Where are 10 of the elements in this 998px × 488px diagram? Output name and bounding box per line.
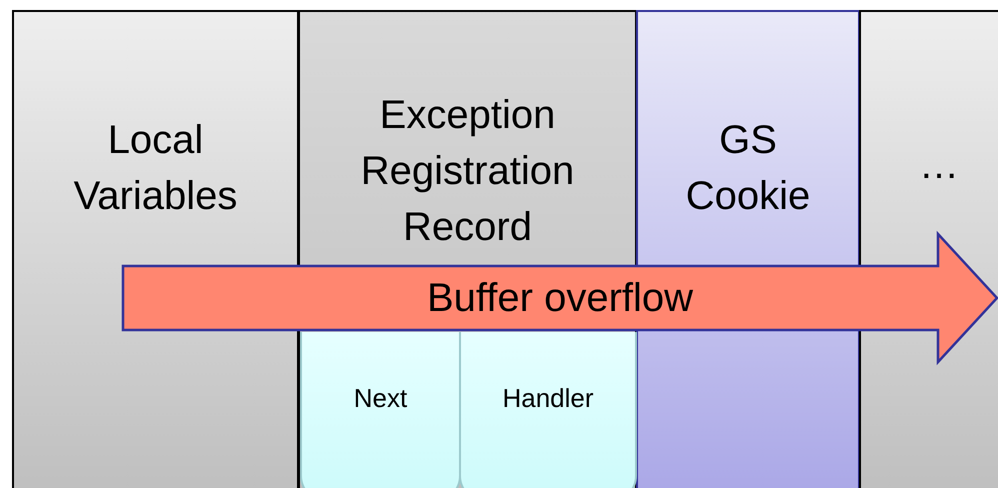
node-label: Local Variables [72,117,238,220]
node-label: Next [352,382,408,415]
field-box [300,332,461,488]
node-label: Exception Registration Record [360,92,576,251]
node-label: Handler [501,382,595,415]
node-label: Buffer overflow [426,275,694,322]
stack-column [12,10,299,488]
field-box [459,332,637,488]
node-label: GS Cookie [684,117,812,220]
node-label: … [918,142,960,189]
